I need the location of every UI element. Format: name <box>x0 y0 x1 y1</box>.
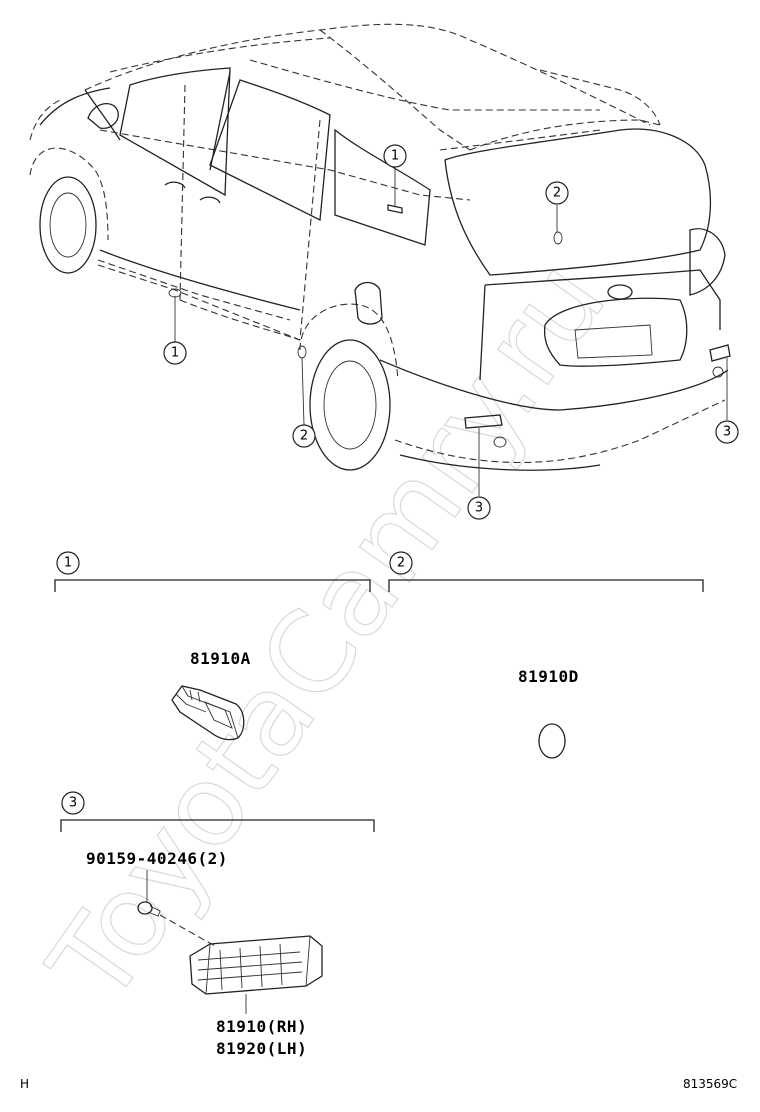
part-81910A-label: 81910A <box>190 649 251 668</box>
callout-2-lower: 2 <box>292 424 316 448</box>
section-3-number: 3 <box>69 796 77 811</box>
footer-left-code: H <box>20 1077 29 1091</box>
section-2: 2 81910D <box>388 551 704 759</box>
part-81920-lh-label: 81920(LH) <box>216 1039 307 1058</box>
svg-text:1: 1 <box>391 149 399 164</box>
section-2-number: 2 <box>397 556 405 571</box>
callout-leaders <box>174 168 728 496</box>
callout-1-upper: 1 <box>383 144 407 168</box>
part-81910-rh-label: 81910(RH) <box>216 1017 307 1036</box>
section-1: 1 81910A <box>54 551 371 741</box>
svg-text:3: 3 <box>475 501 483 516</box>
watermark: ToyotaCamry.ru <box>25 238 631 1026</box>
svg-text:3: 3 <box>723 425 731 440</box>
callout-3-lower: 3 <box>467 496 491 520</box>
part-81910D-label: 81910D <box>518 667 579 686</box>
reflector-part <box>189 935 323 995</box>
section-1-number: 1 <box>64 556 72 571</box>
lens-part <box>538 723 566 759</box>
screw-part <box>137 901 161 917</box>
svg-text:2: 2 <box>300 429 308 444</box>
footer-drawing-number: 813569C <box>683 1077 737 1091</box>
svg-text:2: 2 <box>553 186 561 201</box>
vehicle-illustration <box>29 23 731 471</box>
part-90159-label: 90159-40246(2) <box>86 849 228 868</box>
courtesy-lamp-part <box>171 685 245 741</box>
callout-1-lower: 1 <box>163 341 187 365</box>
section-3: 3 90159-40246(2) 81910(RH) 81920(LH) <box>60 791 375 1058</box>
callout-2-upper: 2 <box>545 181 569 205</box>
svg-text:1: 1 <box>171 346 179 361</box>
callout-3-right: 3 <box>715 420 739 444</box>
